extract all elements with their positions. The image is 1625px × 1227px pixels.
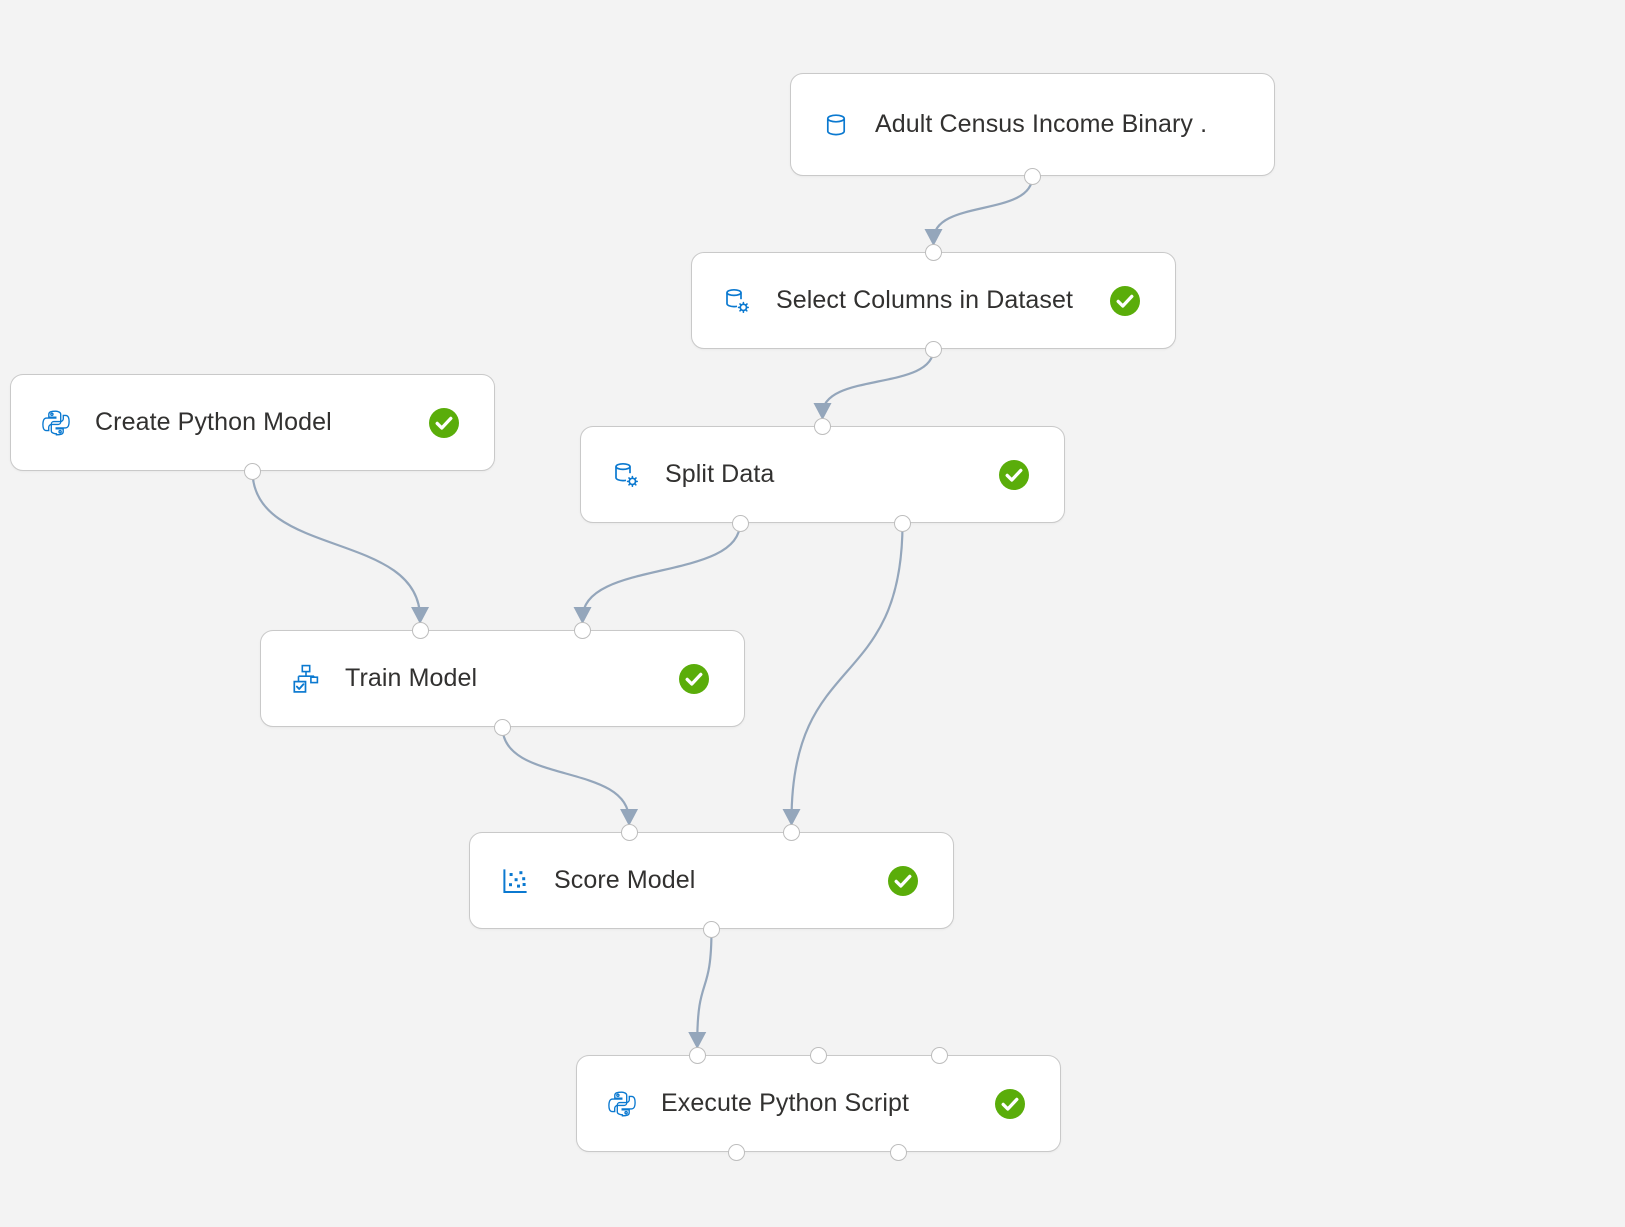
- status-badge-success: [1208, 109, 1240, 141]
- status-badge-success: [998, 459, 1030, 491]
- status-badge-success: [1109, 285, 1141, 317]
- score-model-icon: [498, 864, 532, 898]
- node-title: Select Columns in Dataset: [776, 286, 1074, 314]
- edge-train-to-score: [501, 726, 631, 821]
- node-create-python-model[interactable]: Create Python Model: [10, 374, 495, 471]
- python-icon: [39, 406, 73, 440]
- output-port-select-columns-in-dataset-0[interactable]: [925, 340, 942, 358]
- dataset-cylinder-icon: [819, 108, 853, 142]
- output-port-adult-census-income-binary-0[interactable]: [1024, 167, 1041, 185]
- output-port-create-python-model-0[interactable]: [244, 462, 261, 480]
- output-port-score-model-0[interactable]: [703, 920, 720, 938]
- input-port-score-model-0[interactable]: [620, 823, 638, 841]
- node-split-data[interactable]: Split Data: [580, 426, 1065, 523]
- node-train-model[interactable]: Train Model: [260, 630, 745, 727]
- status-badge-success: [994, 1088, 1026, 1120]
- node-title: Adult Census Income Binary ...: [875, 110, 1208, 138]
- edge-score-to-execpy: [696, 928, 713, 1044]
- node-title: Split Data: [665, 460, 775, 488]
- input-port-select-columns-in-dataset-0[interactable]: [925, 243, 942, 261]
- edge-dataset-to-select: [932, 175, 1034, 241]
- output-port-train-model-0[interactable]: [494, 718, 511, 736]
- dataset-settings-icon: [609, 458, 643, 492]
- dataset-settings-icon: [720, 284, 754, 318]
- input-port-execute-python-script-1[interactable]: [810, 1046, 827, 1064]
- input-port-train-model-1[interactable]: [574, 621, 592, 639]
- status-badge-success: [887, 865, 919, 897]
- input-port-train-model-0[interactable]: [411, 621, 429, 639]
- node-adult-census-income-binary[interactable]: Adult Census Income Binary ...: [790, 73, 1275, 176]
- output-port-split-data-0[interactable]: [731, 514, 749, 532]
- edge-createpy-to-train: [251, 470, 422, 619]
- node-title: Score Model: [554, 866, 696, 894]
- output-port-split-data-1[interactable]: [894, 514, 912, 532]
- node-title: Create Python Model: [95, 408, 332, 436]
- edge-split-to-train: [581, 522, 742, 619]
- edge-select-to-split: [821, 348, 935, 415]
- input-port-execute-python-script-0[interactable]: [688, 1046, 706, 1064]
- edge-split-to-score: [790, 522, 904, 821]
- node-score-model[interactable]: Score Model: [469, 832, 954, 929]
- node-select-columns-in-dataset[interactable]: Select Columns in Dataset: [691, 252, 1176, 349]
- train-model-icon: [289, 662, 323, 696]
- input-port-split-data-0[interactable]: [814, 417, 831, 435]
- status-badge-success: [428, 407, 460, 439]
- output-port-execute-python-script-0[interactable]: [727, 1143, 745, 1161]
- python-icon: [605, 1087, 639, 1121]
- node-title: Execute Python Script: [661, 1089, 910, 1117]
- output-port-execute-python-script-1[interactable]: [890, 1143, 908, 1161]
- input-port-score-model-1[interactable]: [783, 823, 801, 841]
- status-badge-success: [678, 663, 710, 695]
- node-execute-python-script[interactable]: Execute Python Script: [576, 1055, 1061, 1152]
- input-port-execute-python-script-2[interactable]: [931, 1046, 949, 1064]
- node-title: Train Model: [345, 664, 478, 692]
